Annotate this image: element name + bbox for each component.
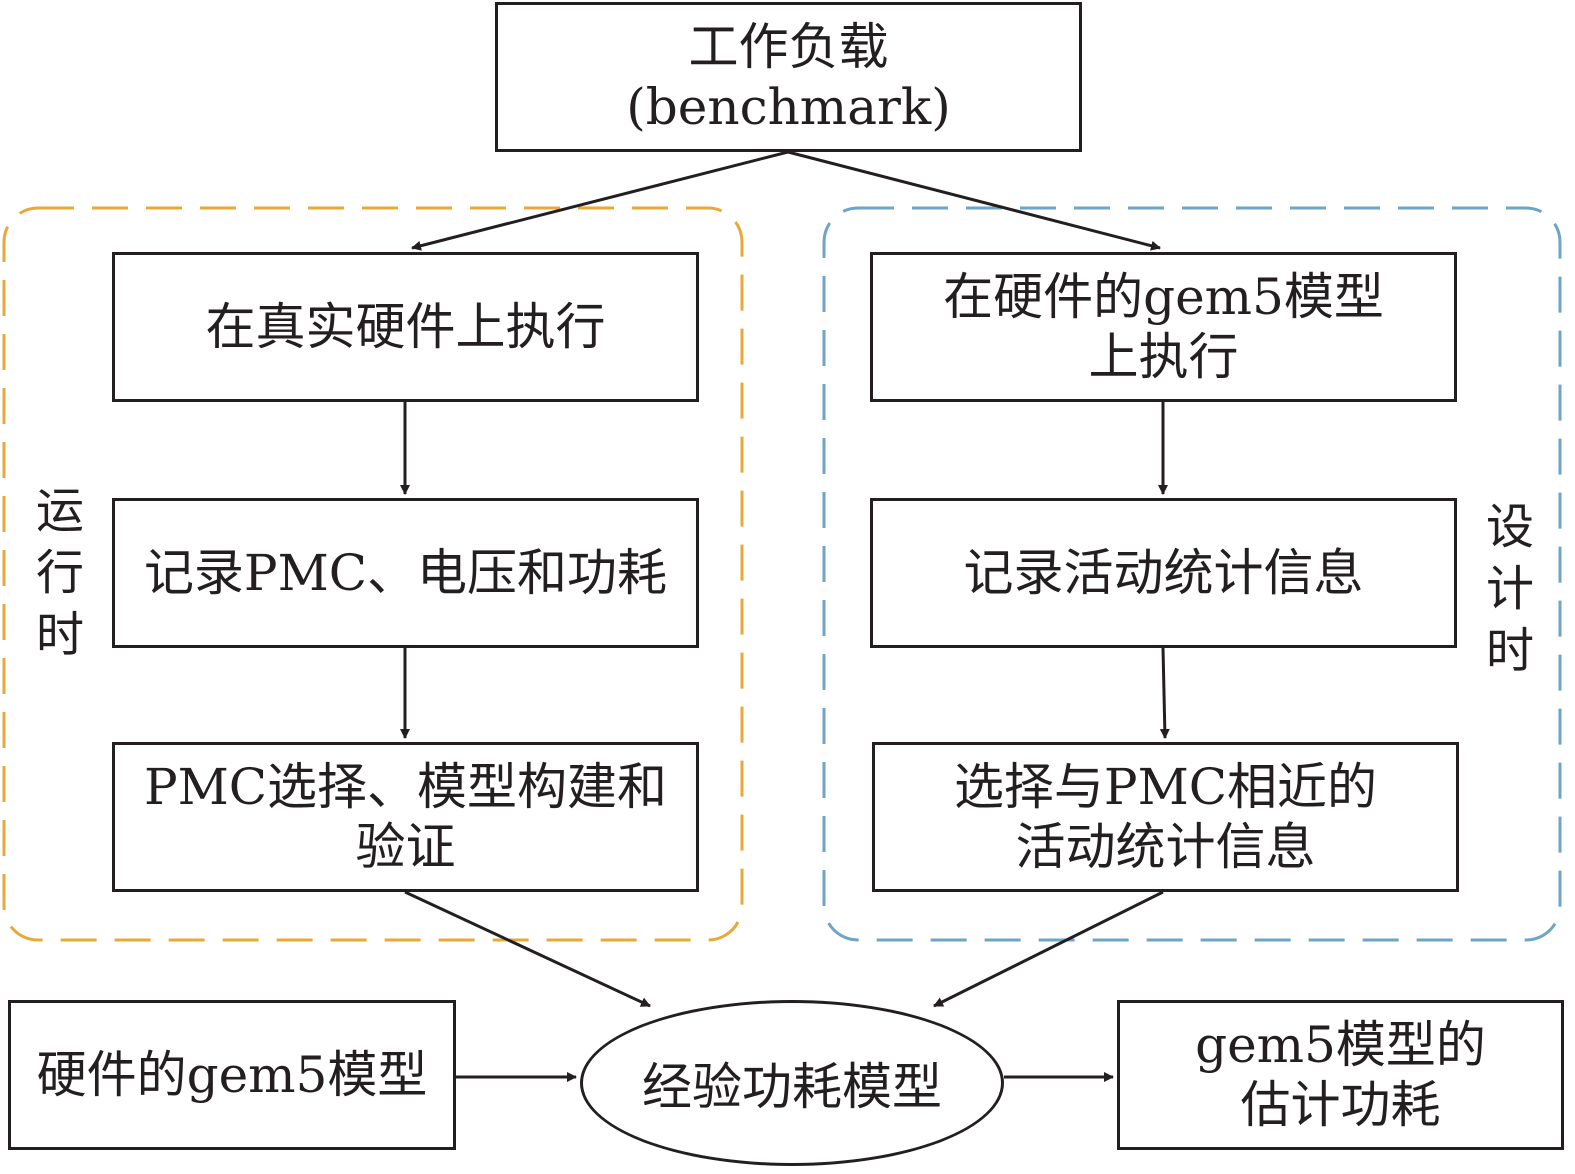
hardware-gem5-model-label: 硬件的gem5模型 — [36, 1046, 428, 1104]
arrow-select-stats-to-empirical-model — [933, 890, 1164, 1008]
real-hardware-exec-box: 在真实硬件上执行 — [112, 252, 699, 402]
estimated-power-box: gem5模型的 估计功耗 — [1117, 1000, 1564, 1150]
select-stats-label-line2: 活动统计信息 — [1015, 818, 1316, 876]
runtime-label-char-1: 运 — [35, 483, 84, 539]
record-stats-box: 记录活动统计信息 — [870, 498, 1457, 648]
record-stats-label: 记录活动统计信息 — [963, 544, 1364, 602]
gem5-exec-label-line1: 在硬件的gem5模型 — [943, 268, 1384, 326]
runtime-group-label: 运 行 时 — [30, 480, 90, 666]
runtime-label-char-3: 时 — [35, 607, 84, 663]
design-time-label-char-1: 设 — [1485, 499, 1534, 555]
design-time-label-char-3: 时 — [1485, 623, 1534, 679]
design-time-group-frame — [822, 206, 1562, 942]
record-pmc-label: 记录PMC、电压和功耗 — [143, 544, 668, 602]
workload-box: 工作负载 (benchmark) — [495, 2, 1082, 152]
design-time-group-label: 设 计 时 — [1480, 496, 1540, 682]
workload-label-line2: (benchmark) — [626, 78, 951, 136]
pmc-selection-label-line2: 验证 — [355, 818, 456, 876]
gem5-exec-box: 在硬件的gem5模型 上执行 — [870, 252, 1457, 402]
record-pmc-box: 记录PMC、电压和功耗 — [112, 498, 699, 648]
runtime-group-frame — [2, 206, 744, 942]
pmc-selection-box: PMC选择、模型构建和 验证 — [112, 742, 699, 892]
gem5-exec-label-line2: 上执行 — [1088, 328, 1239, 386]
estimated-power-label-line2: 估计功耗 — [1240, 1076, 1441, 1134]
design-time-label-char-2: 计 — [1485, 561, 1534, 617]
arrow-record-stats-to-select-stats — [1159, 647, 1170, 739]
estimated-power-label-line1: gem5模型的 — [1195, 1016, 1486, 1074]
workload-label-line1: 工作负载 — [688, 18, 889, 76]
select-stats-label-line1: 选择与PMC相近的 — [953, 758, 1378, 816]
arrow-pmc-select-to-empirical-model — [404, 890, 651, 1008]
pmc-selection-label-line1: PMC选择、模型构建和 — [143, 758, 668, 816]
arrow-workload-to-gem5-exec — [787, 150, 1161, 251]
empirical-power-model-label: 经验功耗模型 — [642, 1058, 942, 1116]
arrow-workload-to-real-exec — [411, 150, 789, 251]
real-hardware-exec-label: 在真实硬件上执行 — [205, 298, 606, 356]
hardware-gem5-model-box: 硬件的gem5模型 — [8, 1000, 456, 1150]
runtime-label-char-2: 行 — [35, 545, 84, 601]
empirical-power-model-ellipse: 经验功耗模型 — [580, 1000, 1004, 1166]
select-stats-box: 选择与PMC相近的 活动统计信息 — [872, 742, 1459, 892]
